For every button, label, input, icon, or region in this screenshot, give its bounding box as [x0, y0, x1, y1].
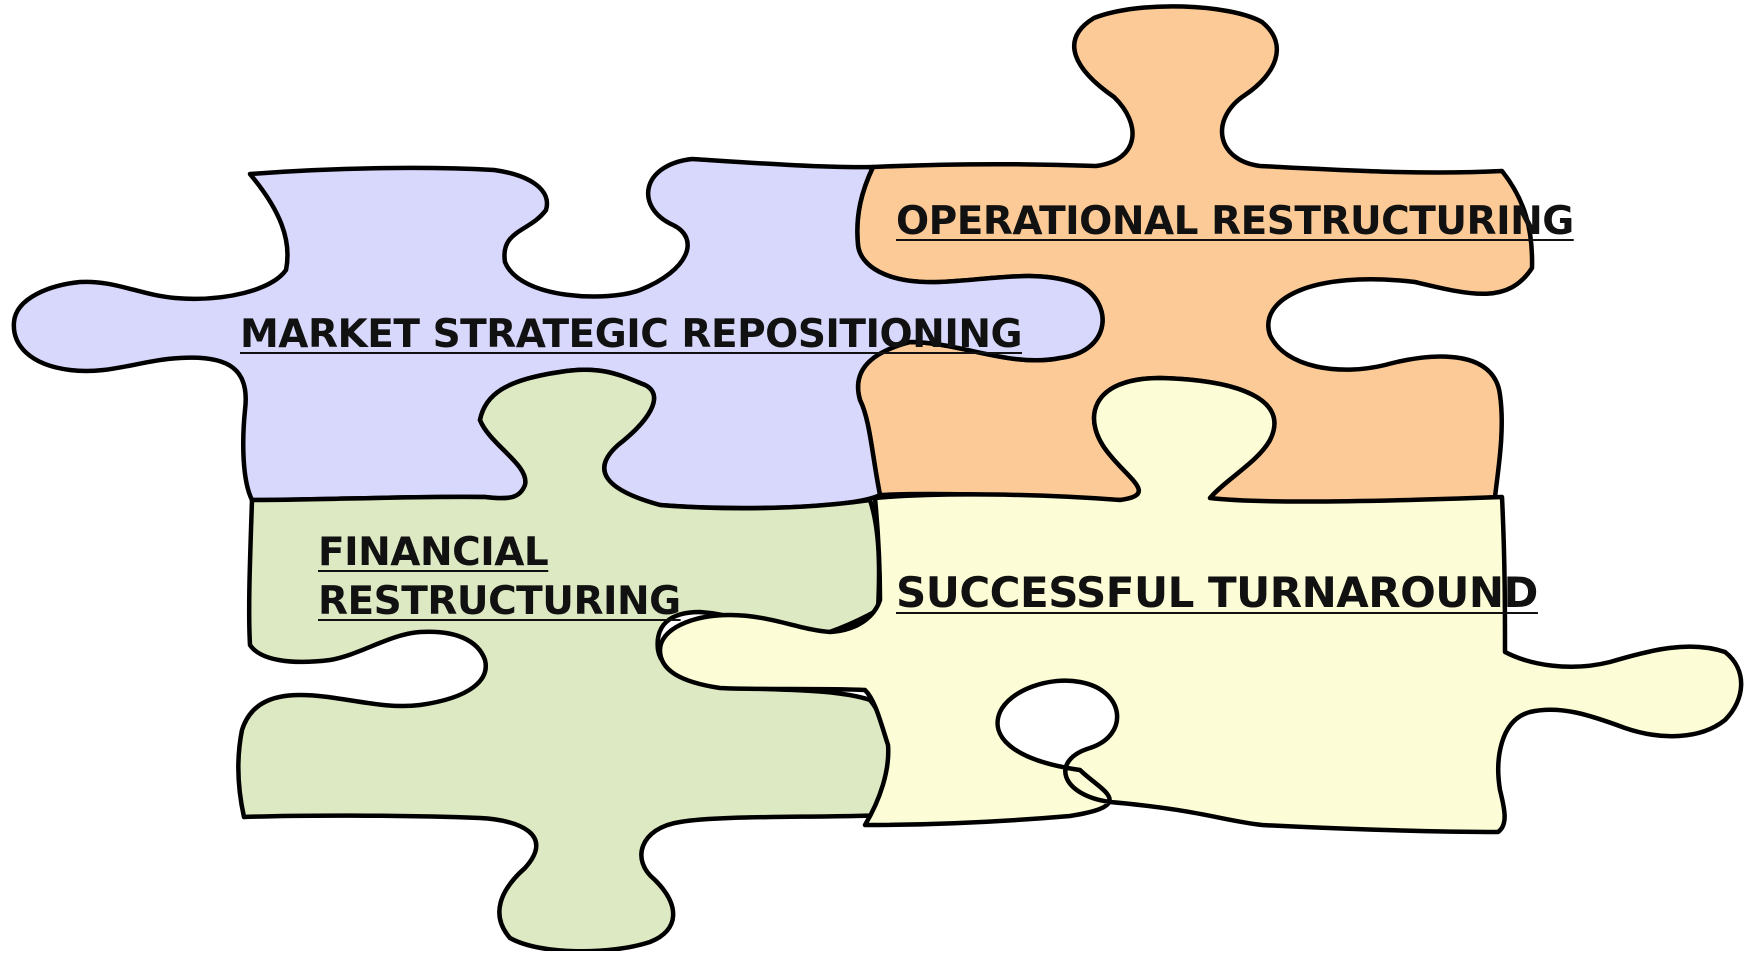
label-financial-line-2: RESTRUCTURING — [318, 579, 681, 624]
label-successful-turnaround: SUCCESSFUL TURNAROUND — [896, 568, 1538, 617]
piece-shape-turnaround — [657, 375, 1744, 835]
label-market-strategic-repositioning: MARKET STRATEGIC REPOSITIONING — [240, 312, 1023, 357]
piece-shape-financial — [236, 367, 894, 954]
label-financial-restructuring: FINANCIAL RESTRUCTURING — [318, 528, 681, 626]
label-financial-line-1: FINANCIAL — [318, 530, 549, 575]
label-operational-restructuring: OPERATIONAL RESTRUCTURING — [896, 199, 1574, 244]
puzzle-piece-turnaround — [657, 375, 1744, 835]
puzzle-piece-financial — [236, 367, 894, 954]
